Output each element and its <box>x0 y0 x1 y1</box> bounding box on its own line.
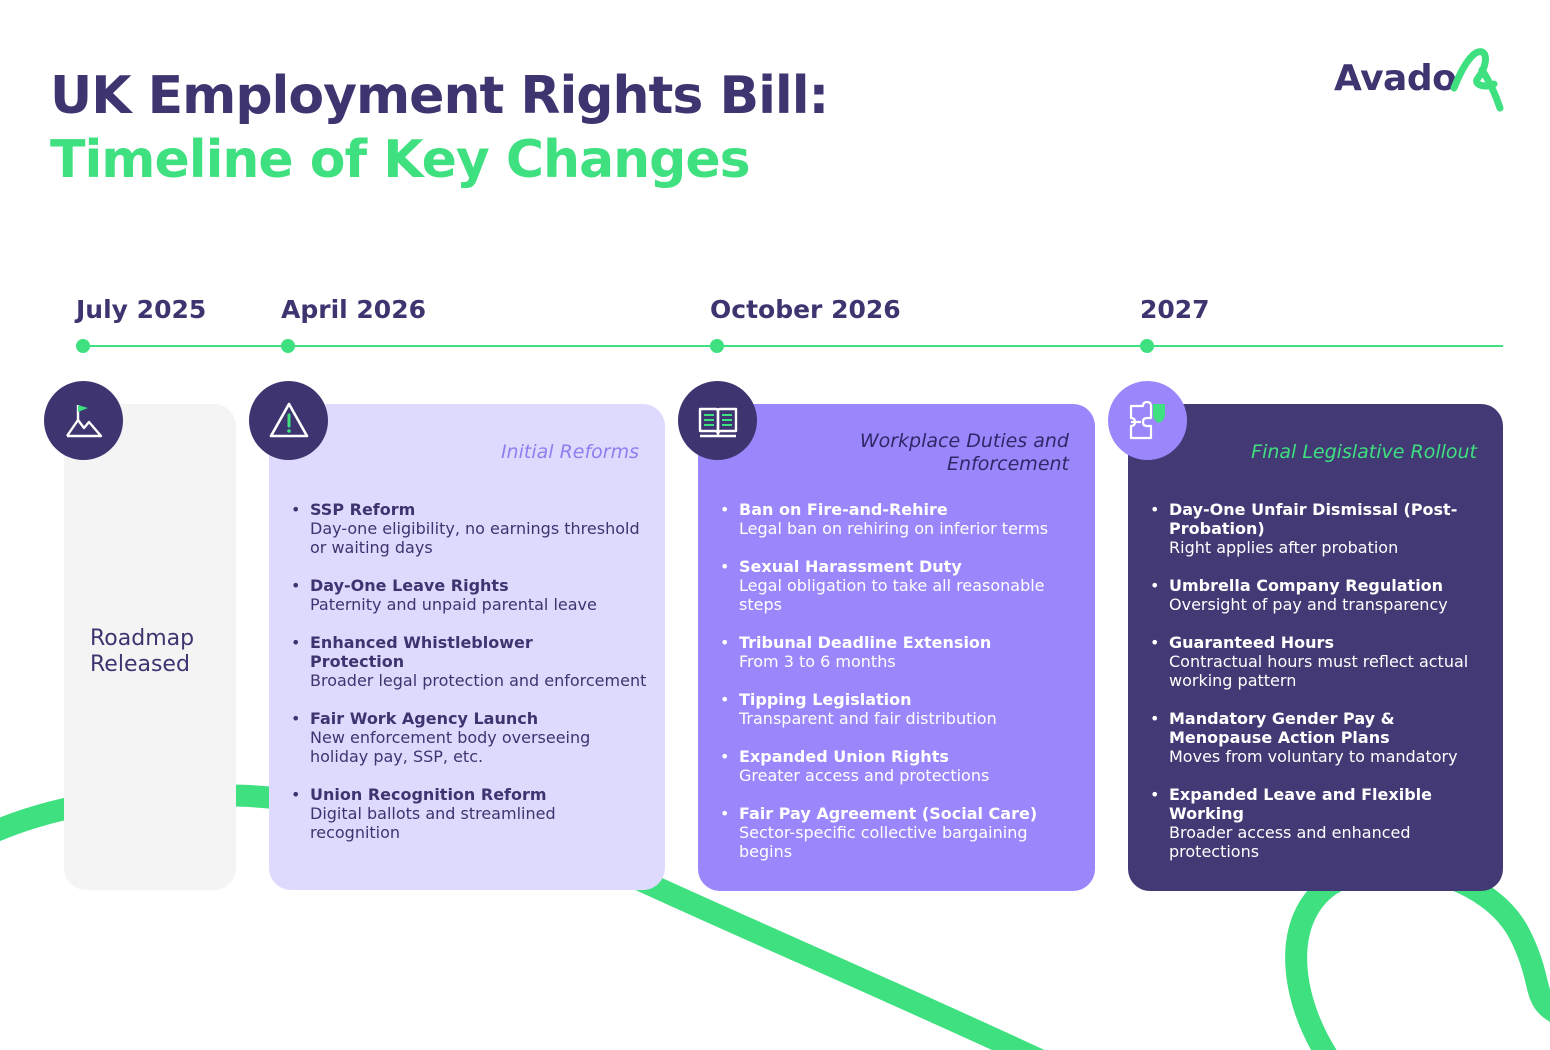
item-title: Sexual Harassment Duty <box>739 557 962 576</box>
item-title: Umbrella Company Regulation <box>1169 576 1444 595</box>
item-title: Fair Work Agency Launch <box>310 709 539 728</box>
item-desc: Sector-specific collective bargaining be… <box>739 823 1028 861</box>
item-title: Fair Pay Agreement (Social Care) <box>739 804 1038 823</box>
item-desc: Broader legal protection and enforcement <box>310 671 647 690</box>
item-desc: Paternity and unpaid parental leave <box>310 595 597 614</box>
item-title: SSP Reform <box>310 500 416 519</box>
item-desc: Moves from voluntary to mandatory <box>1169 747 1458 766</box>
item-desc: Day-one eligibility, no earnings thresho… <box>310 519 640 557</box>
item-title: Mandatory Gender Pay & Menopause Action … <box>1169 709 1395 747</box>
stage-icon-badge <box>678 381 757 460</box>
item-desc: Broader access and enhanced protections <box>1169 823 1411 861</box>
title-sub: Timeline of Key Changes <box>50 130 751 190</box>
brand-logo: Avado <box>1334 48 1504 112</box>
stage-icon-badge <box>249 381 328 460</box>
item-title: Day-One Leave Rights <box>310 576 509 595</box>
timeline-date-april-2026: April 2026 <box>281 295 426 324</box>
item-title: Guaranteed Hours <box>1169 633 1334 652</box>
item-title: Expanded Leave and Flexible Working <box>1169 785 1432 823</box>
item-desc: Right applies after probation <box>1169 538 1399 557</box>
card-heading: Workplace Duties and Enforcement <box>859 430 1069 475</box>
item-desc: Digital ballots and streamlined recognit… <box>310 804 556 842</box>
item-desc: From 3 to 6 months <box>739 652 896 671</box>
item-desc: Legal ban on rehiring on inferior terms <box>739 519 1049 538</box>
card-heading: Final Legislative Rollout <box>1251 441 1477 463</box>
list-item: Day-One Unfair Dismissal (Post-Probation… <box>1150 500 1489 557</box>
stage-card-october-2026: Workplace Duties and Enforcement Ban on … <box>698 404 1095 891</box>
timeline-date-october-2026: October 2026 <box>710 295 901 324</box>
list-item: Fair Pay Agreement (Social Care)Sector-s… <box>720 804 1081 861</box>
list-item: Enhanced Whistleblower ProtectionBroader… <box>291 633 650 690</box>
item-title: Tipping Legislation <box>739 690 912 709</box>
item-title: Ban on Fire-and-Rehire <box>739 500 948 519</box>
item-desc: Greater access and protections <box>739 766 990 785</box>
list-item: Expanded Leave and Flexible WorkingBroad… <box>1150 785 1489 861</box>
stage-icon-badge <box>1108 381 1187 460</box>
title-main: UK Employment Rights Bill: <box>50 66 829 126</box>
item-title: Enhanced Whistleblower Protection <box>310 633 533 671</box>
item-title: Union Recognition Reform <box>310 785 547 804</box>
item-title: Tribunal Deadline Extension <box>739 633 992 652</box>
item-desc: Transparent and fair distribution <box>739 709 997 728</box>
timeline-dot <box>1140 339 1154 353</box>
page-title: UK Employment Rights Bill: Timeline of K… <box>50 64 829 192</box>
stage-card-july-2025: Roadmap Released <box>64 404 236 890</box>
timeline-line <box>83 345 1503 347</box>
open-book-icon <box>698 407 737 437</box>
logo-text: Avado <box>1334 58 1457 99</box>
mountain-flag-icon <box>65 404 102 437</box>
item-desc: Oversight of pay and transparency <box>1169 595 1448 614</box>
reform-list: Day-One Unfair Dismissal (Post-Probation… <box>1150 500 1489 880</box>
stage-icon-badge <box>44 381 123 460</box>
list-item: Mandatory Gender Pay & Menopause Action … <box>1150 709 1489 766</box>
timeline-dot <box>281 339 295 353</box>
logo-mark-icon <box>1450 48 1504 112</box>
item-desc: Legal obligation to take all reasonable … <box>739 576 1045 614</box>
stage-card-2027: Final Legislative Rollout Day-One Unfair… <box>1128 404 1503 891</box>
timeline-dot <box>76 339 90 353</box>
item-title: Expanded Union Rights <box>739 747 949 766</box>
item-title: Day-One Unfair Dismissal (Post-Probation… <box>1169 500 1458 538</box>
timeline-dot <box>710 339 724 353</box>
timeline-date-2027: 2027 <box>1140 295 1210 324</box>
item-desc: Contractual hours must reflect actual wo… <box>1169 652 1469 690</box>
roadmap-released-label: Roadmap Released <box>90 626 195 677</box>
item-desc: New enforcement body overseeing holiday … <box>310 728 591 766</box>
timeline-date-july-2025: July 2025 <box>76 295 207 324</box>
card-heading: Initial Reforms <box>500 441 639 463</box>
puzzle-shield-icon <box>1129 400 1165 439</box>
warning-triangle-icon <box>269 402 308 437</box>
